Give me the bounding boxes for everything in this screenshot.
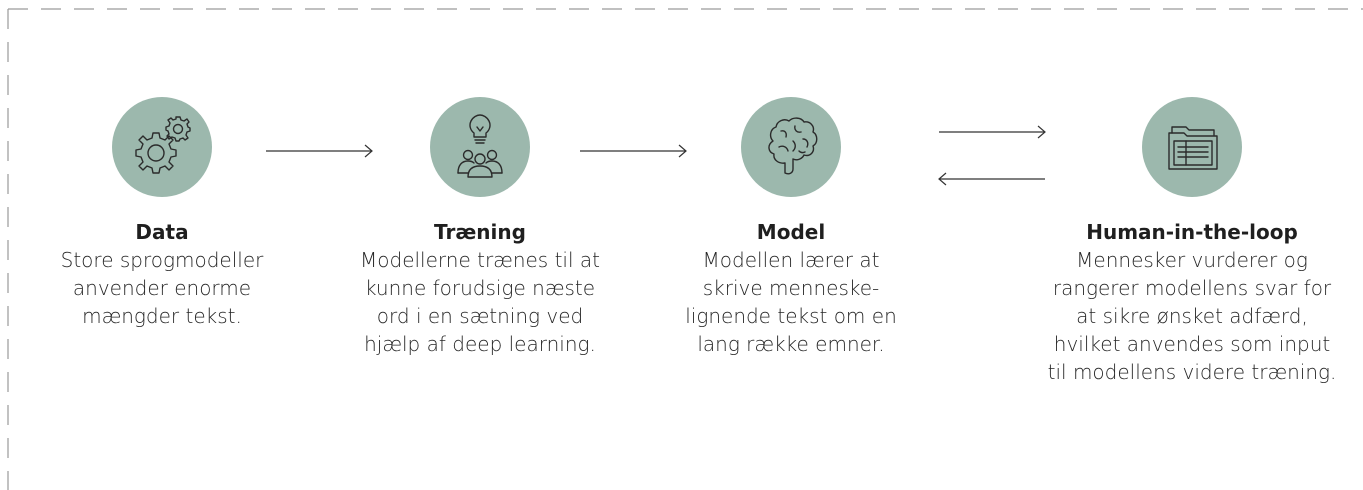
step-title: Model: [756, 220, 826, 244]
step-description: Mennesker vurderer og rangerer modellens…: [1047, 248, 1337, 384]
folder-document-icon: [1142, 97, 1242, 197]
lightbulb-people-icon: [430, 97, 530, 197]
step-human-in-the-loop: Human-in-the-loop Mennesker vurderer og …: [1042, 97, 1342, 386]
brain-icon: [741, 97, 841, 197]
arrow-right-icon: [580, 144, 687, 158]
step-description: Modellen lærer at skrive menneske-lignen…: [685, 248, 897, 356]
step-title: Data: [135, 220, 189, 244]
arrow-right-icon: [939, 125, 1046, 139]
arrow-left-icon: [938, 172, 1045, 186]
step-description: Modellerne trænes til at kunne forudsige…: [360, 248, 600, 356]
step-model: Model Modellen lærer at skrive menneske-…: [641, 97, 941, 358]
gears-icon: [112, 97, 212, 197]
step-data: Data Store sprogmodeller anvender enorme…: [12, 97, 312, 330]
step-title: Human-in-the-loop: [1086, 220, 1298, 244]
arrow-right-icon: [266, 144, 373, 158]
step-description: Store sprogmodeller anvender enorme mæng…: [60, 248, 264, 328]
step-title: Træning: [434, 220, 526, 244]
step-training: Træning Modellerne trænes til at kunne f…: [330, 97, 630, 358]
